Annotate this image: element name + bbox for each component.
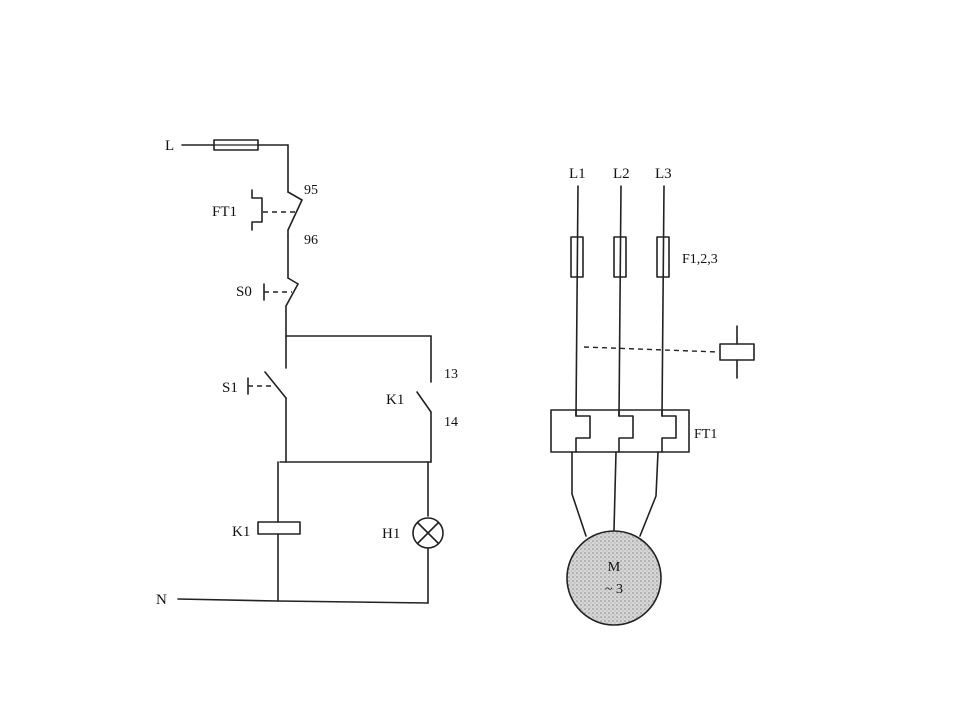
terminal-95: 95	[304, 183, 318, 198]
line-label: L	[165, 138, 174, 154]
power-circuit: L1 L2 L3 F1,2,3 FT1	[550, 166, 755, 626]
motor-label: M	[608, 560, 621, 575]
heater-icon	[661, 409, 677, 453]
coil-k1: K1	[232, 521, 301, 540]
fuse-icon	[656, 236, 670, 278]
terminal-13: 13	[444, 367, 458, 382]
terminal-96: 96	[304, 233, 318, 248]
k1-contact-label: K1	[386, 392, 404, 408]
heater-icon	[575, 409, 591, 453]
s1-label: S1	[222, 380, 238, 396]
phase-wire-l2	[618, 185, 622, 417]
coil-icon	[719, 343, 755, 361]
motor-icon	[566, 530, 662, 626]
lamp-h1: H1	[382, 517, 444, 549]
neutral-label: N	[156, 592, 167, 608]
thermal-relay-box	[550, 409, 690, 453]
power-fuses: F1,2,3	[570, 236, 718, 278]
s0-label: S0	[236, 284, 252, 300]
coil-icon	[257, 521, 301, 535]
control-circuit: L FT1 95 96 S0	[156, 138, 458, 608]
terminal-14: 14	[444, 415, 458, 430]
phase-label-l3: L3	[655, 166, 672, 182]
motor-phase-label: ~ 3	[605, 582, 623, 597]
fuse-icon	[613, 236, 627, 278]
phase-wire-l3	[661, 185, 665, 417]
ft1-relay-label: FT1	[694, 427, 717, 442]
phase-label-l1: L1	[569, 166, 586, 182]
motor-lead-w	[639, 451, 659, 537]
start-button-s1: S1	[222, 371, 287, 399]
k1-coil-label: K1	[232, 524, 250, 540]
thermal-relay-ft1: FT1	[550, 409, 717, 453]
contactor-coil-symbol	[719, 325, 755, 379]
motor-m3: M ~ 3	[566, 530, 662, 626]
mechanical-link	[583, 346, 719, 353]
fuses-label: F1,2,3	[682, 252, 718, 267]
holding-contact-k1: K1 13 14	[386, 367, 458, 430]
phase-label-l2: L2	[613, 166, 630, 182]
neutral-wire	[177, 598, 429, 604]
motor-lead-u	[571, 451, 587, 537]
motor-lead-v	[613, 451, 617, 531]
heater-icon	[618, 409, 634, 453]
thermal-actuator-icon	[251, 189, 263, 231]
phase-wire-l1	[575, 185, 579, 417]
stop-button-s0: S0	[236, 277, 299, 307]
fuse-icon	[570, 236, 584, 278]
h1-label: H1	[382, 526, 400, 542]
ft1-label: FT1	[212, 204, 237, 220]
overload-contact-ft1: FT1 95 96	[212, 183, 318, 248]
